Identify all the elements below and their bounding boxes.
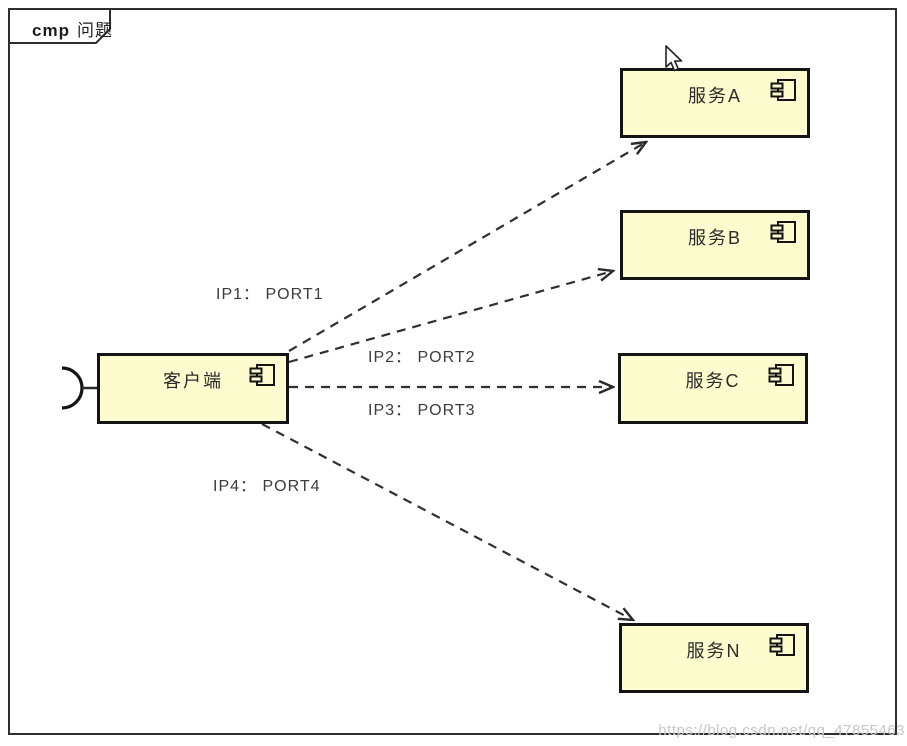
component-icon [768,364,794,386]
frame-tab [8,8,111,44]
connector-label-ip4-port4: IP4： PORT4 [213,478,321,495]
connector-label-ip1-port1: IP1： PORT1 [216,286,324,303]
component-icon [249,364,275,386]
component-service-c: 服务C [618,353,808,424]
component-client-label: 客户端 [163,371,223,391]
component-service-b-label: 服务B [687,228,742,248]
component-icon [770,221,796,243]
diagram-title-text: 问题 [76,21,113,40]
component-icon [769,634,795,656]
diagram-title: cmp 问题 [32,16,113,41]
connector-label-ip2-port2: IP2： PORT2 [368,349,476,366]
component-service-n-label: 服务N [686,641,742,661]
diagram-type-keyword: cmp [32,21,70,40]
component-icon [770,79,796,101]
connector-label-ip3-port3: IP3： PORT3 [368,402,476,419]
component-service-a: 服务A [620,68,810,138]
component-client: 客户端 [97,353,289,424]
watermark-url: https://blog.csdn.net/qq_47855463 [658,722,905,739]
mouse-cursor-icon [665,45,683,72]
component-service-n: 服务N [619,623,809,693]
component-service-c-label: 服务C [685,371,741,391]
required-interface-socket-icon [61,366,101,410]
component-service-b: 服务B [620,210,810,280]
component-service-a-label: 服务A [687,86,742,106]
